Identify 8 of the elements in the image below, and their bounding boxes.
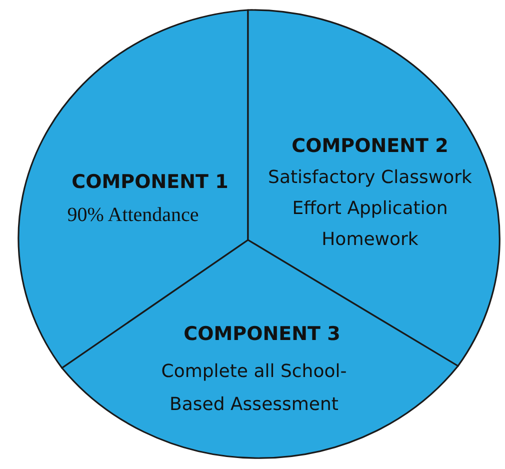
sector-text: Homework <box>322 230 418 251</box>
sector-heading: COMPONENT 1 <box>72 172 228 194</box>
sector-text: Satisfactory Classwork <box>268 168 472 189</box>
sector-heading: COMPONENT 3 <box>184 324 340 346</box>
sector-text: 90% Attendance <box>67 204 199 227</box>
sector-text: Effort Application <box>292 199 448 220</box>
sector-text: Complete all School-Based Assessment <box>160 360 348 417</box>
sector-heading: COMPONENT 2 <box>292 136 448 158</box>
